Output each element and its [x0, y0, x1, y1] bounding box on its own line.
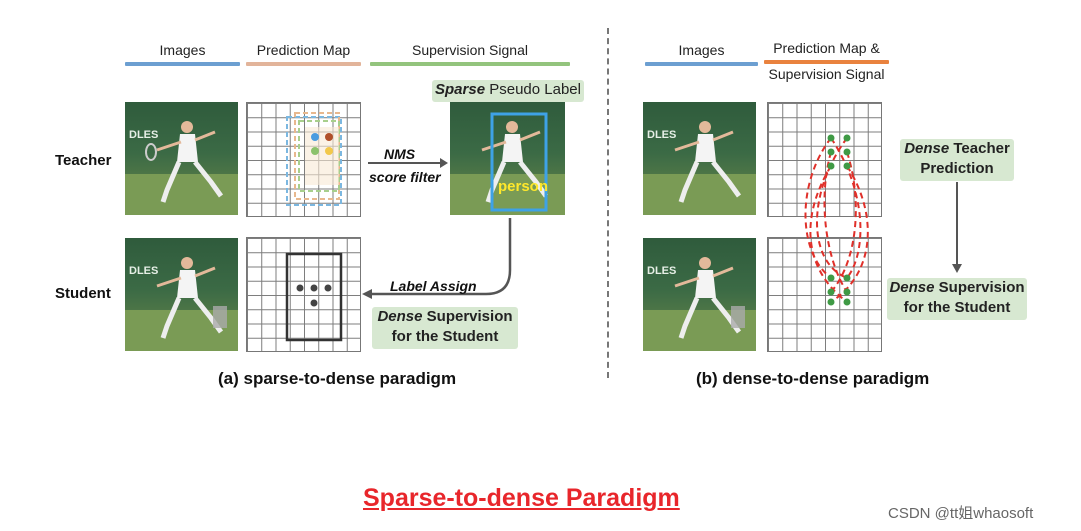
dense-supervision-box-right: Dense Supervision for the Student — [887, 278, 1027, 320]
label-assign-arrow — [362, 218, 512, 299]
header-prediction-map: Prediction Map — [256, 42, 351, 58]
dense-emphasis-left: Dense — [377, 308, 423, 325]
student-image-left: DLES — [125, 238, 238, 351]
assigned-box — [285, 252, 343, 342]
student-image-right: DLES — [643, 238, 756, 351]
svg-text:DLES: DLES — [647, 265, 676, 277]
teacher-text: Teacher — [949, 140, 1010, 157]
tennis-player-illustration: DLES — [643, 257, 756, 351]
header-images-right: Images — [678, 42, 725, 58]
teacher-to-student-arrow — [952, 182, 962, 273]
tennis-player-illustration — [450, 112, 565, 215]
caption-b: (b) dense-to-dense paradigm — [696, 369, 930, 388]
panel-divider — [607, 28, 609, 378]
svg-text:DLES: DLES — [647, 129, 676, 141]
tennis-player-illustration: DLES — [643, 121, 756, 215]
header-bar-supervision-signal — [370, 62, 570, 66]
row-label-student: Student — [55, 285, 111, 302]
dense-emphasis-right: Dense — [889, 279, 935, 296]
row-label-teacher: Teacher — [55, 152, 112, 169]
score-filter-label: score filter — [369, 169, 441, 185]
supervision-image: person — [450, 102, 565, 215]
dense-supervision-box-left: Dense Supervision for the Student — [372, 307, 518, 349]
sparse-emphasis: Sparse — [435, 81, 486, 98]
nms-arrow — [368, 158, 448, 168]
label-assign-text: Label Assign — [390, 278, 477, 294]
dense-emphasis-teacher: Dense — [904, 140, 950, 157]
caption-a: (a) sparse-to-dense paradigm — [218, 369, 457, 388]
supervision-text-right: Supervision — [934, 279, 1025, 296]
svg-text:DLES: DLES — [129, 129, 158, 141]
pseudo-label-text: Pseudo Label — [485, 81, 581, 98]
tennis-player-illustration: DLES — [125, 121, 238, 215]
person-tag: person — [498, 178, 549, 195]
header-bar-prediction-map — [246, 62, 361, 66]
dense-assignment-arrows — [804, 134, 869, 306]
watermark: CSDN @tt姐whaosoft — [888, 505, 1034, 522]
teacher-prediction-map — [246, 102, 361, 217]
for-student-text-right: for the Student — [903, 299, 1011, 316]
header-supervision-signal-right: Supervision Signal — [768, 66, 885, 82]
header-images-left: Images — [159, 42, 206, 58]
student-prediction-map-left — [246, 237, 361, 352]
sparse-pseudo-label-box: Sparse Pseudo Label — [432, 80, 584, 102]
prediction-text: Prediction — [920, 160, 994, 177]
nms-label: NMS — [384, 146, 416, 162]
tennis-player-illustration: DLES — [125, 257, 238, 351]
header-bar-images-left — [125, 62, 240, 66]
prediction-boxes — [286, 112, 342, 206]
header-supervision-signal: Supervision Signal — [412, 42, 528, 58]
teacher-image-left: DLES — [125, 102, 238, 215]
dense-teacher-prediction-box: Dense Teacher Prediction — [900, 139, 1014, 181]
for-student-text-left: for the Student — [391, 328, 499, 345]
page-title: Sparse-to-dense Paradigm — [363, 484, 680, 512]
header-bar-pred-sup — [764, 60, 889, 64]
svg-text:DLES: DLES — [129, 265, 158, 277]
teacher-image-right: DLES — [643, 102, 756, 215]
supervision-text-left: Supervision — [422, 308, 513, 325]
header-prediction-map-and: Prediction Map & — [773, 40, 880, 56]
header-bar-images-right — [645, 62, 758, 66]
student-prediction-map-right — [767, 237, 882, 352]
